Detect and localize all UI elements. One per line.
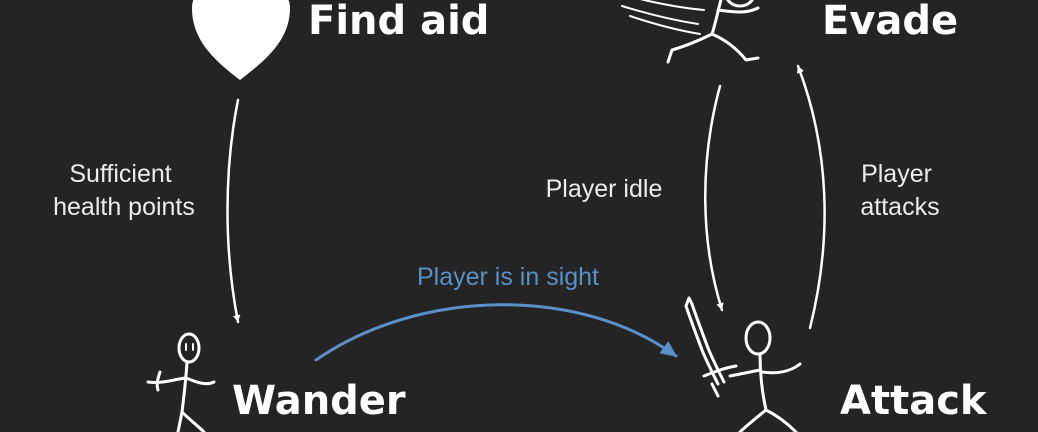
state-label-find-aid: Find aid (308, 0, 489, 44)
transition-arrow-evade-to-attack (704, 84, 724, 312)
walking-stickman-icon (146, 332, 216, 432)
transition-arrow-find-aid-to-wander (226, 98, 241, 324)
transition-player-attacks: Player attacks (796, 64, 940, 330)
state-wander: Wander (146, 332, 406, 432)
state-evade: Evade (621, 0, 958, 64)
sword-stickman-icon (684, 296, 802, 432)
transition-label-sufficient-health: Sufficient health points (53, 160, 195, 221)
transition-arrow-wander-to-attack (314, 303, 678, 362)
state-label-wander: Wander (232, 378, 406, 424)
transition-arrow-attack-to-evade (796, 64, 826, 330)
transition-player-idle: Player idle (546, 84, 724, 312)
heart-icon (192, 0, 290, 80)
transition-label-player-idle: Player idle (546, 175, 663, 203)
state-label-evade: Evade (822, 0, 958, 44)
state-label-attack: Attack (840, 378, 988, 424)
transition-label-player-in-sight: Player is in sight (417, 263, 599, 291)
transition-sufficient-health: Sufficient health points (53, 98, 241, 324)
state-attack: Attack (684, 296, 988, 432)
state-find-aid: Find aid (192, 0, 489, 80)
running-stickman-icon (621, 0, 760, 64)
transition-player-in-sight: Player is in sight (314, 263, 678, 362)
transition-label-player-attacks: Player attacks (860, 160, 939, 221)
